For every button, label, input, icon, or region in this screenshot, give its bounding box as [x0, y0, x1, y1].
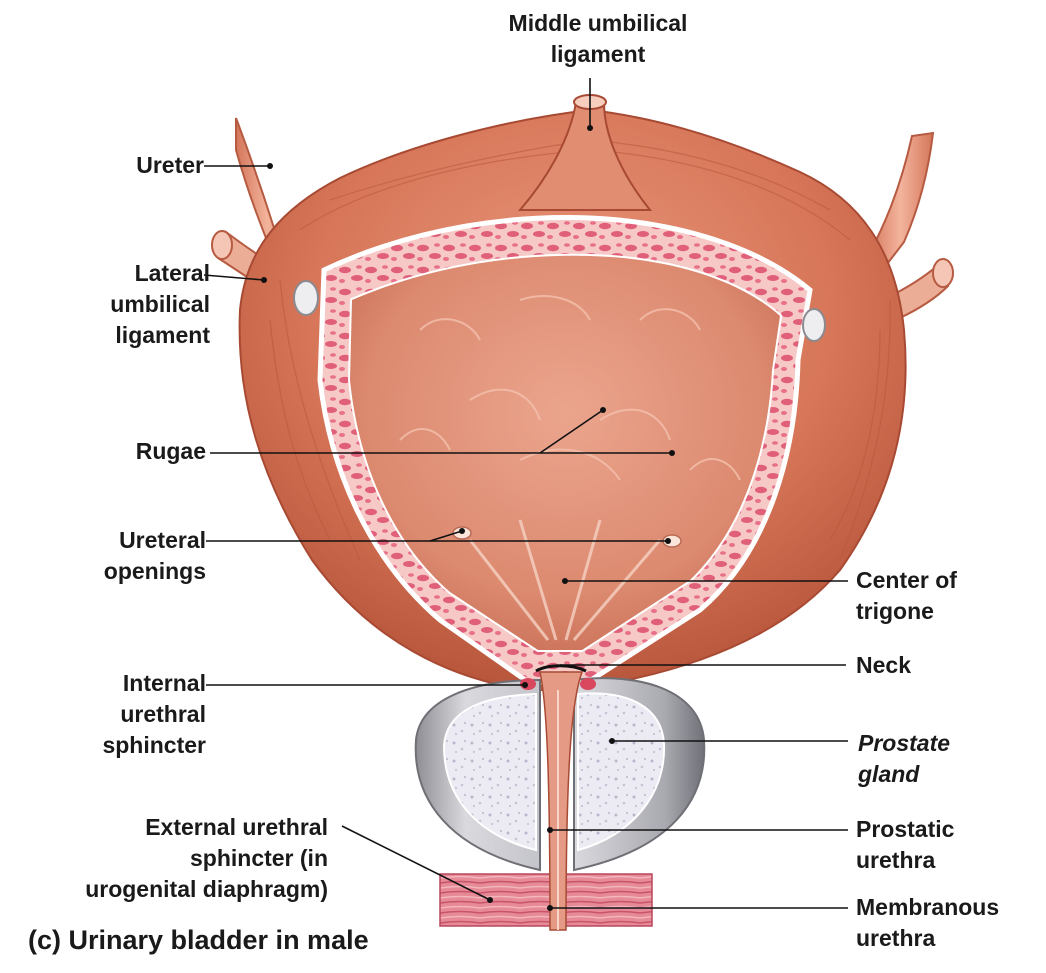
label-lateral-umbilical-ligament: Lateral umbilical ligament [60, 258, 210, 351]
label-center-of-trigone: Center of trigone [856, 565, 1036, 627]
label-membranous-urethra: Membranous urethra [856, 892, 1041, 954]
label-neck: Neck [856, 650, 976, 681]
label-middle-umbilical-ligament: Middle umbilical ligament [478, 8, 718, 70]
label-ureter: Ureter [80, 150, 204, 181]
label-prostate-gland: Prostate gland [858, 728, 1028, 790]
label-ureteral-openings: Ureteral openings [60, 525, 206, 587]
label-prostatic-urethra: Prostatic urethra [856, 814, 1026, 876]
label-external-urethral-sphincter: External urethral sphincter (in urogenit… [8, 812, 328, 905]
figure-caption: (c) Urinary bladder in male [28, 925, 369, 956]
external-sphincter-band [440, 874, 652, 926]
label-rugae: Rugae [80, 436, 206, 467]
label-internal-urethral-sphincter: Internal urethral sphincter [50, 668, 206, 761]
